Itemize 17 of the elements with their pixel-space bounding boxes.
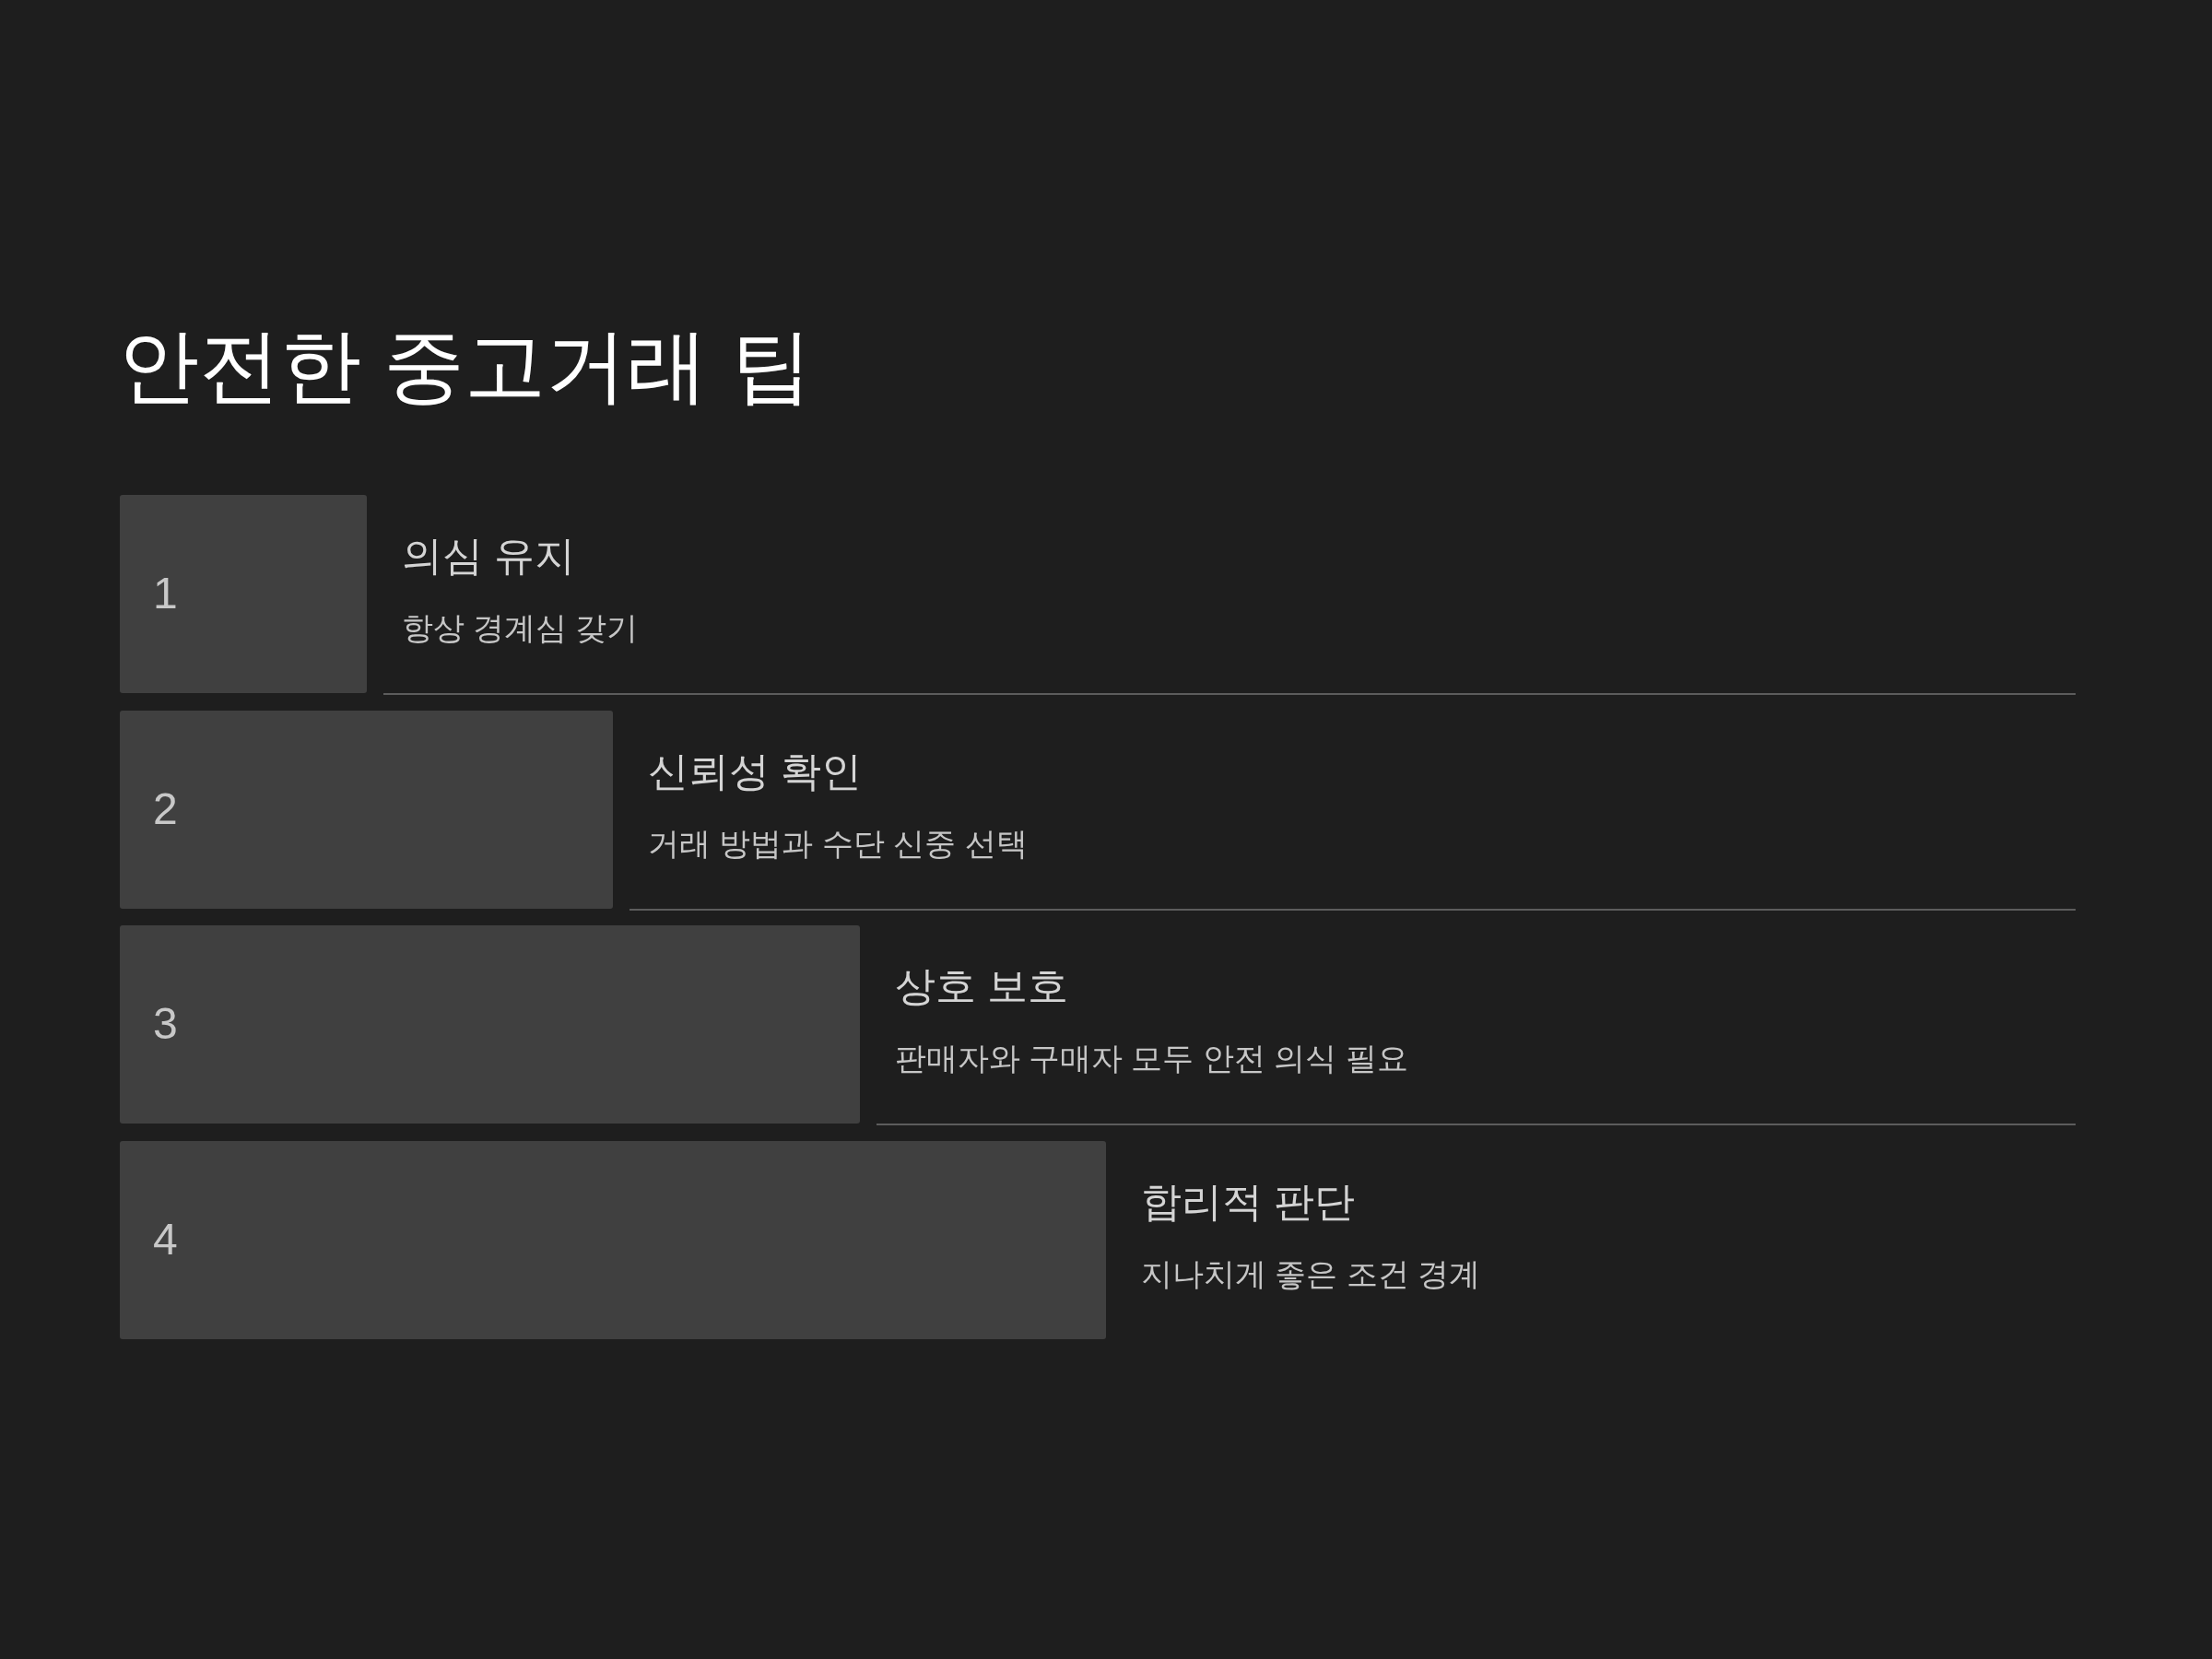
tip-description: 거래 방법과 수단 신중 선택	[648, 824, 1028, 863]
tip-description: 항상 경계심 갖기	[401, 609, 639, 647]
step-number: 2	[153, 784, 178, 834]
tip-heading: 신뢰성 확인	[648, 747, 863, 795]
step-number: 1	[153, 570, 178, 618]
step-number: 4	[153, 1216, 178, 1265]
tip-description: 판매자와 구매자 모두 안전 의식 필요	[894, 1040, 1408, 1078]
tip-heading: 의심 유지	[401, 532, 575, 580]
step-bar	[120, 925, 860, 1124]
step-bar	[120, 710, 613, 909]
title: 안전한 중고거래 팁	[118, 319, 812, 413]
step-bar	[120, 1141, 1106, 1340]
tip-heading: 합리적 판단	[1141, 1178, 1356, 1227]
step-number: 3	[153, 1000, 178, 1050]
step-bar	[120, 495, 367, 693]
tip-heading: 상호 보호	[894, 962, 1068, 1011]
tip-description: 지나치게 좋은 조건 경계	[1141, 1255, 1481, 1293]
